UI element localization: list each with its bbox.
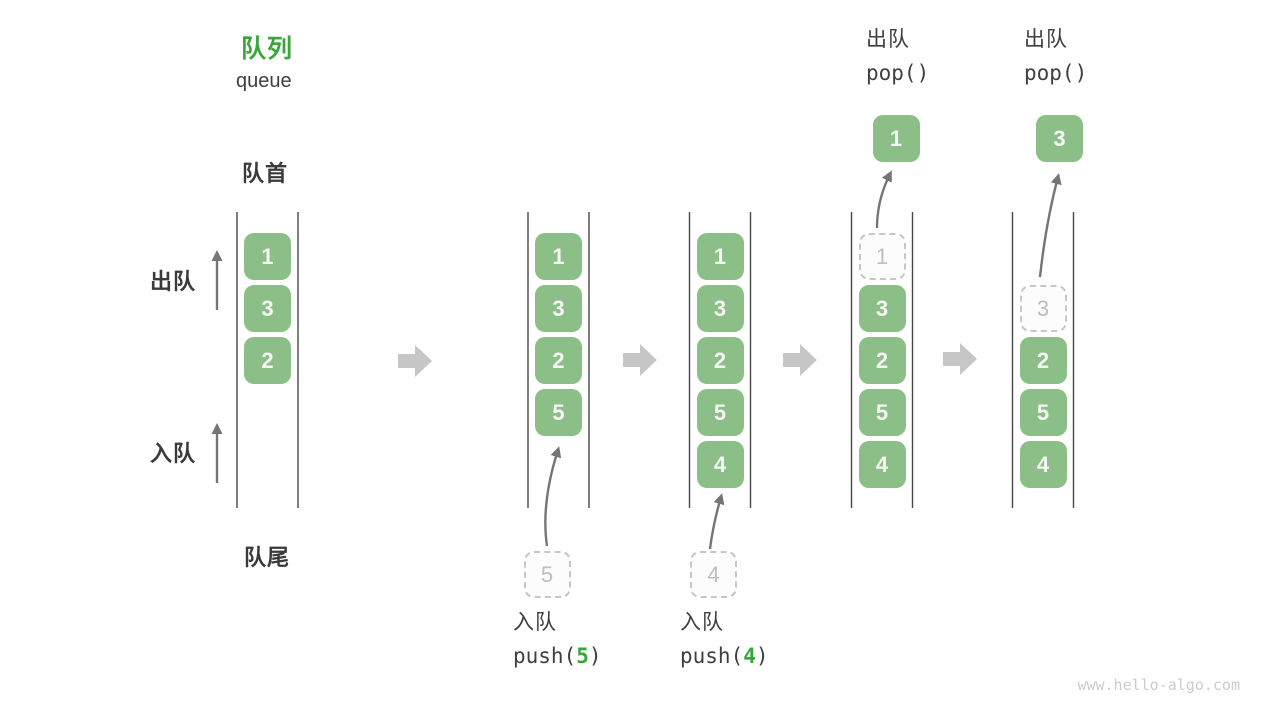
queue-3-cell: 4 (696, 441, 744, 488)
push-arrow (708, 493, 725, 550)
operation-code-arg: 5 (576, 644, 589, 668)
queue-4-cell: 3 (858, 285, 906, 332)
operation-code: push(5) (513, 644, 602, 668)
queue-3-cell: 2 (696, 337, 744, 384)
operation-label-zh: 出队 (1024, 28, 1068, 51)
queue-1-cell: 3 (244, 285, 291, 332)
page-subtitle: queue (236, 70, 292, 92)
operation-code-arg: 4 (743, 644, 756, 668)
queue-4-cell-dashed: 1 (858, 233, 906, 280)
operation-label-zh: 入队 (680, 611, 724, 634)
operation-label-pop-4: 出队 pop() (866, 29, 929, 84)
queue-5-popped-cell: 3 (1036, 115, 1083, 162)
queue-3-incoming-cell: 4 (690, 551, 737, 598)
queue-2-incoming-cell: 5 (523, 551, 571, 598)
queue-5-cell: 2 (1019, 337, 1067, 384)
operation-code: push(4) (680, 644, 769, 668)
operation-code: pop() (1024, 61, 1088, 85)
queue-2-cell: 1 (535, 233, 582, 280)
operation-label-push-2: 入队 push(5) (513, 612, 602, 667)
transition-arrow-icon-2 (623, 344, 657, 376)
transition-arrow-icon-4 (943, 343, 977, 375)
queue-3-cell: 3 (696, 285, 744, 332)
queue-5-cell-dashed: 3 (1019, 285, 1067, 332)
queue-5-cell: 5 (1019, 389, 1067, 436)
pop-arrow (1038, 173, 1062, 278)
page-title: 队列 (241, 35, 294, 63)
operation-code: pop() (866, 61, 930, 85)
operation-label-zh: 入队 (513, 611, 557, 634)
queue-2-cell: 2 (535, 337, 582, 384)
queue-4-cell: 2 (858, 337, 906, 384)
queue-4-cell: 4 (858, 441, 906, 488)
pop-arrow (875, 170, 892, 229)
queue-3-cell: 5 (696, 389, 744, 436)
operation-label-push-3: 入队 push(4) (680, 612, 769, 667)
queue-2-cell: 3 (535, 285, 582, 332)
watermark-url: www.hello-algo.com (1077, 676, 1240, 694)
queue-5-cell: 4 (1019, 441, 1067, 488)
dequeue-side-label: 出队 (150, 269, 197, 294)
queue-rear-label: 队尾 (244, 545, 291, 570)
queue-3-cell: 1 (696, 233, 744, 280)
queue-1-cell: 2 (244, 337, 291, 384)
queue-2-cell: 5 (535, 389, 582, 436)
queue-1-cell: 1 (244, 233, 291, 280)
operation-label-pop-5: 出队 pop() (1024, 29, 1087, 84)
push-arrow (544, 446, 562, 547)
queue-front-label: 队首 (242, 161, 289, 186)
enqueue-side-label: 入队 (150, 441, 197, 466)
queue-4-cell: 5 (858, 389, 906, 436)
queue-4-popped-cell: 1 (872, 115, 920, 162)
transition-arrow-icon-1 (398, 345, 432, 377)
operation-label-zh: 出队 (866, 28, 910, 51)
transition-arrow-icon-3 (783, 344, 817, 376)
